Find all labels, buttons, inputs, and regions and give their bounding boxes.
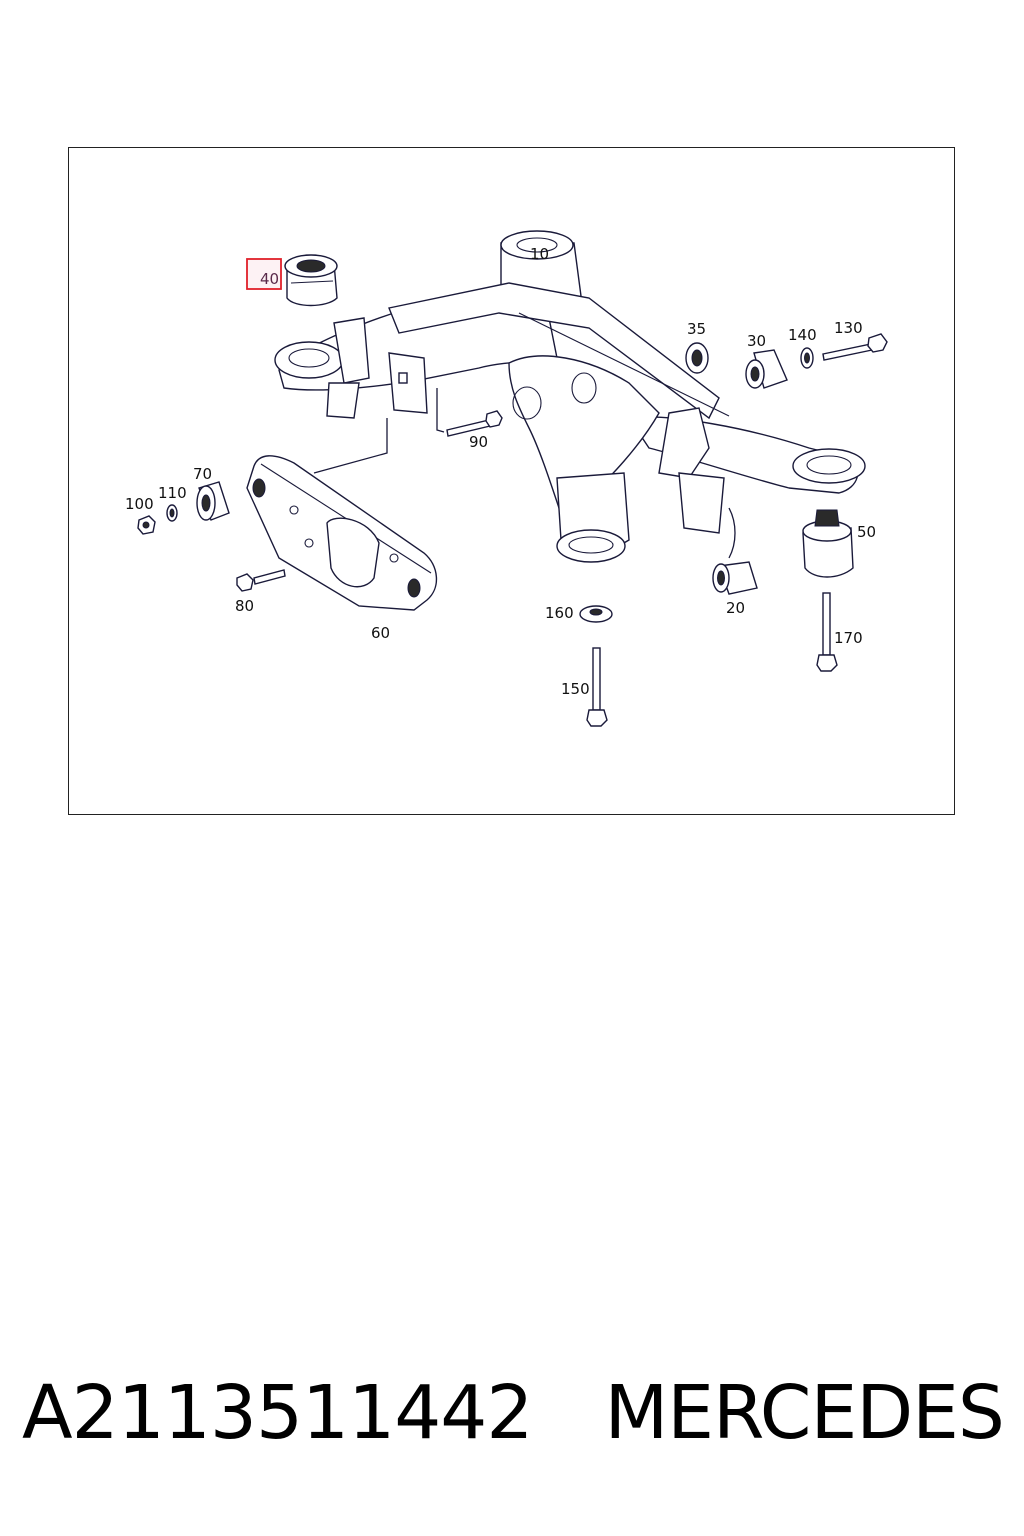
mount-50-part <box>802 509 854 578</box>
washer-140-part <box>800 347 814 369</box>
washer-160-part <box>579 605 613 623</box>
callout-150[interactable]: 150 <box>561 680 590 698</box>
bushing-20-part <box>712 507 758 595</box>
callout-170[interactable]: 170 <box>834 629 863 647</box>
part-caption: A2113511442 MERCEDES <box>22 1370 1012 1470</box>
brand-name: MERCEDES <box>604 1370 1004 1456</box>
bushing-40-part <box>284 254 338 307</box>
callout-100[interactable]: 100 <box>125 495 154 513</box>
callout-130[interactable]: 130 <box>834 319 863 337</box>
callout-35[interactable]: 35 <box>687 320 706 338</box>
callout-40[interactable]: 40 <box>260 270 279 288</box>
plate-60-part <box>246 418 438 611</box>
ring-35-part <box>685 342 709 374</box>
washer-110-part <box>166 504 178 522</box>
rear-subframe-part <box>274 230 866 563</box>
callout-50[interactable]: 50 <box>857 523 876 541</box>
callout-10[interactable]: 10 <box>530 245 549 263</box>
parts-diagram-frame: 10 40 35 30 140 130 90 70 100 110 50 80 … <box>68 147 955 815</box>
callout-80[interactable]: 80 <box>235 597 254 615</box>
part-number: A2113511442 <box>22 1370 533 1456</box>
callout-160[interactable]: 160 <box>545 604 574 622</box>
callout-40-highlight-box <box>246 258 282 290</box>
bolt-90-part <box>436 388 503 437</box>
callout-140[interactable]: 140 <box>788 326 817 344</box>
bolt-80-part <box>236 569 286 592</box>
bushing-30-part <box>745 349 788 389</box>
nut-100-part <box>137 515 156 535</box>
callout-110[interactable]: 110 <box>158 484 187 502</box>
subframe-exploded-diagram: 10 40 35 30 140 130 90 70 100 110 50 80 … <box>125 230 888 727</box>
bolt-150-part <box>586 647 608 727</box>
callout-60[interactable]: 60 <box>371 624 390 642</box>
bolt-130-part <box>822 333 888 361</box>
bolt-170-part <box>816 592 838 672</box>
callout-20[interactable]: 20 <box>726 599 745 617</box>
bushing-70-part <box>196 481 230 521</box>
callout-30[interactable]: 30 <box>747 332 766 350</box>
callout-90[interactable]: 90 <box>469 433 488 451</box>
callout-70[interactable]: 70 <box>193 465 212 483</box>
